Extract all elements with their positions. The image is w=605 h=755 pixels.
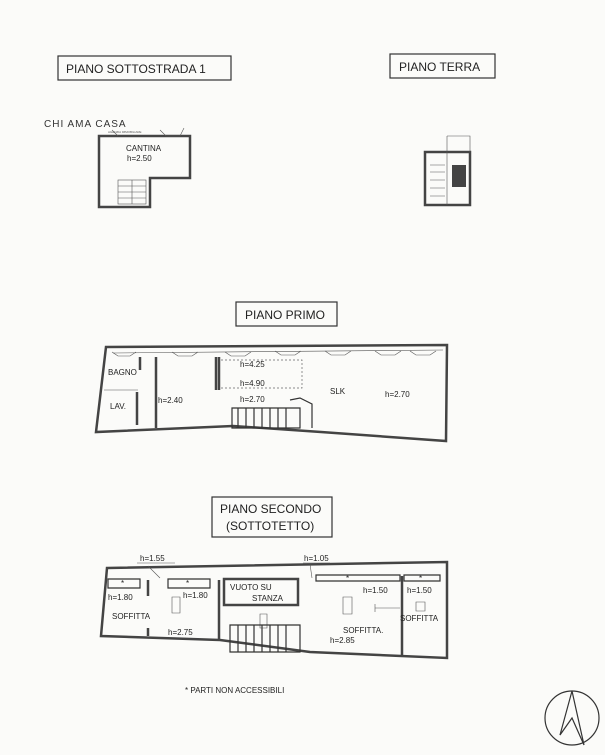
height-2-70-b: h=2.70	[385, 390, 410, 399]
room-soffitta-1: SOFFITTA	[112, 612, 151, 621]
inaccessible-mark-3: *	[346, 574, 349, 583]
height-2-70-a: h=2.70	[240, 395, 265, 404]
svg-text:PIANO TERRA: PIANO TERRA	[399, 60, 480, 74]
plan-secondo: * * * * h=1.55 h=1.05 h=1.80 h=1.80 SOFF…	[99, 554, 449, 660]
stanza-label: STANZA	[252, 594, 284, 603]
height-1-80-a: h=1.80	[108, 593, 133, 602]
vuoto-su-label: VUOTO SU	[230, 583, 272, 592]
height-1-55: h=1.55	[140, 554, 165, 563]
title-piano-sottostrada: PIANO SOTTOSTRADA 1	[57, 55, 232, 81]
agency-logo: CHI AMA CASA AGENZIA IMMOBILIARE	[44, 119, 142, 134]
svg-text:PIANO SOTTOSTRADA 1: PIANO SOTTOSTRADA 1	[66, 62, 206, 76]
height-cantina: h=2.50	[127, 154, 152, 163]
title-piano-primo: PIANO PRIMO	[235, 301, 338, 327]
north-arrow-icon	[544, 690, 600, 746]
height-1-80-b: h=1.80	[183, 591, 208, 600]
inaccessible-mark-2: *	[186, 579, 189, 588]
logo-text: CHI AMA CASA	[44, 119, 127, 130]
height-1-50-a: h=1.50	[363, 586, 388, 595]
room-cantina: CANTINA	[126, 144, 162, 153]
height-2-85: h=2.85	[330, 636, 355, 645]
height-1-50-b: h=1.50	[407, 586, 432, 595]
room-soffitta-2: SOFFITTA.	[343, 626, 383, 635]
inaccessible-mark-4: *	[419, 574, 422, 583]
logo-tagline: AGENZIA IMMOBILIARE	[108, 130, 142, 134]
svg-text:PIANO PRIMO: PIANO PRIMO	[245, 308, 325, 322]
legend-inaccessible: * PARTI NON ACCESSIBILI	[185, 686, 284, 695]
height-4-90: h=4.90	[240, 379, 265, 388]
room-lav: LAV.	[110, 402, 126, 411]
room-soffitta-3: SOFFITTA	[400, 614, 439, 623]
plan-terra	[423, 135, 472, 207]
title-piano-terra: PIANO TERRA	[389, 53, 496, 79]
svg-text:PIANO SECONDO: PIANO SECONDO	[220, 502, 321, 516]
room-slk: SLK	[330, 387, 346, 396]
inaccessible-mark-1: *	[121, 579, 124, 588]
plan-primo: BAGNO LAV. h=2.40 h=4.25 h=4.90 h=2.70 S…	[94, 343, 449, 443]
height-4-25: h=4.25	[240, 360, 265, 369]
height-1-05: h=1.05	[304, 554, 329, 563]
svg-text:(SOTTOTETTO): (SOTTOTETTO)	[226, 519, 314, 533]
height-2-75: h=2.75	[168, 628, 193, 637]
title-piano-secondo: PIANO SECONDO (SOTTOTETTO)	[211, 496, 333, 538]
room-bagno: BAGNO	[108, 368, 137, 377]
height-2-40: h=2.40	[158, 396, 183, 405]
plan-sottostrada: CANTINA h=2.50	[97, 127, 192, 209]
